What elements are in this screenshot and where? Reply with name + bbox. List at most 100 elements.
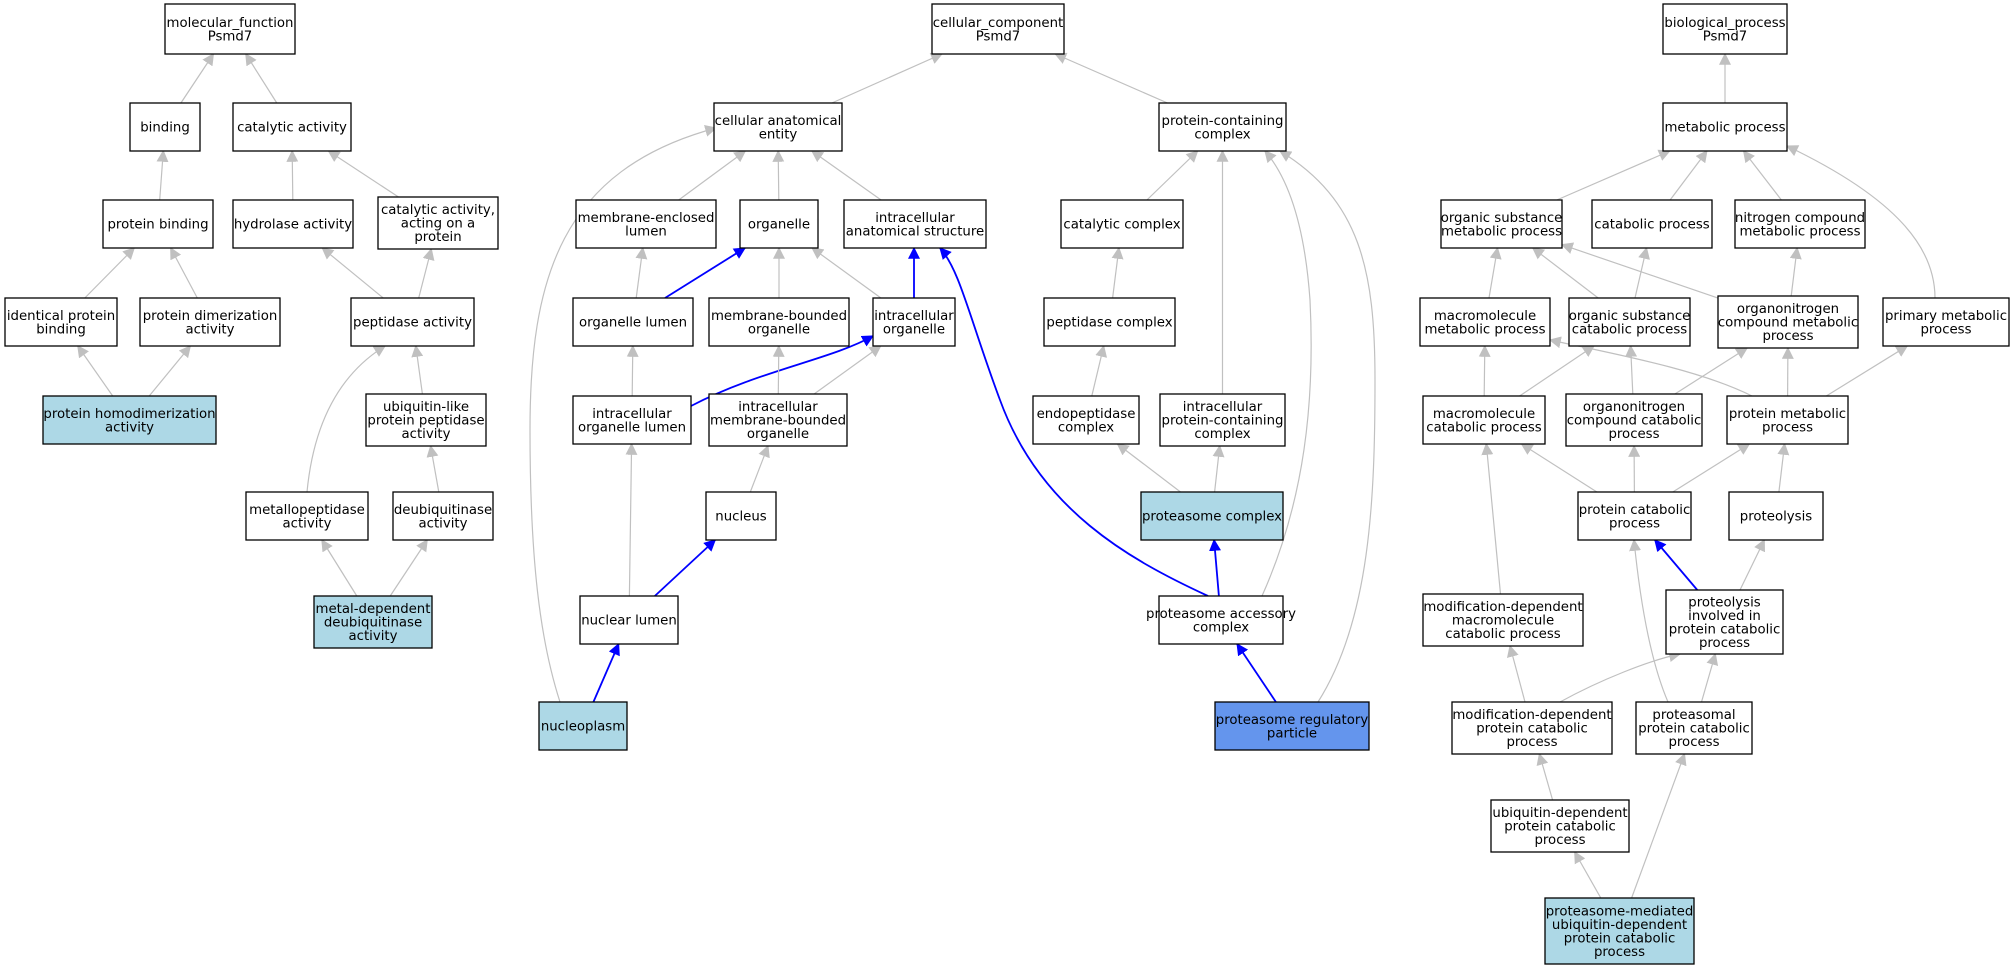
node-label-line: metal-dependent xyxy=(316,602,431,617)
node-box xyxy=(708,393,848,447)
node-mdmcp[interactable]: modification-dependentmacromoleculecatab… xyxy=(1422,593,1584,647)
node-box xyxy=(1214,701,1370,751)
node-pmudpcp[interactable]: proteasome-mediatedubiquitin-dependentpr… xyxy=(1544,897,1695,965)
node-label-line: Psmd7 xyxy=(1703,29,1748,44)
node-box xyxy=(377,196,499,250)
node-label-line: process xyxy=(1762,420,1813,435)
node-box xyxy=(1159,393,1286,447)
node-catact[interactable]: catalytic activity xyxy=(232,102,352,152)
node-label-line: process xyxy=(1668,735,1719,750)
node-label-line: binding xyxy=(36,322,86,337)
edge-layer xyxy=(77,52,1936,899)
node-organelle[interactable]: organelle xyxy=(739,199,819,249)
edge-pmudpcp-to-ppcp xyxy=(1631,752,1687,899)
node-orglumen[interactable]: organelle lumen xyxy=(572,297,694,347)
node-box xyxy=(705,491,777,541)
node-catab[interactable]: catabolic process xyxy=(1591,199,1713,249)
node-peptcomplex[interactable]: peptidase complex xyxy=(1043,297,1176,347)
edge-nuclumen-to-iol xyxy=(625,442,638,597)
edge-hydro-to-catact xyxy=(286,149,299,201)
node-label-line: process xyxy=(1920,322,1971,337)
edge-pipcp-to-pcp xyxy=(1654,539,1698,591)
node-protbind[interactable]: protein binding xyxy=(102,199,214,249)
node-label-line: activity xyxy=(418,516,467,531)
node-label-line: proteasomal xyxy=(1652,708,1735,723)
edge-proteasome-to-ipcc xyxy=(1212,444,1225,493)
node-box xyxy=(4,297,118,347)
edge-metallo-to-pept xyxy=(306,345,387,493)
node-label-line: catalytic complex xyxy=(1063,218,1180,233)
node-pept[interactable]: peptidase activity xyxy=(350,297,475,347)
node-label-line: nuclear lumen xyxy=(581,614,677,629)
node-label-line: peptidase activity xyxy=(353,316,472,331)
node-proteasome[interactable]: proteasome complex xyxy=(1140,491,1284,541)
node-label-line: intracellular xyxy=(875,211,955,226)
node-box xyxy=(575,199,717,249)
node-hydro[interactable]: hydrolase activity xyxy=(232,199,354,249)
node-label-line: catabolic process xyxy=(1426,420,1541,435)
node-label-line: organelle xyxy=(883,322,945,337)
node-label-line: nucleoplasm xyxy=(541,720,625,735)
node-label-line: protein catabolic xyxy=(1638,722,1750,737)
node-label-line: organelle lumen xyxy=(579,316,687,331)
node-box xyxy=(1544,897,1695,965)
node-box xyxy=(572,395,692,445)
node-label-line: ubiquitin-dependent xyxy=(1492,806,1627,821)
node-box xyxy=(931,3,1065,55)
node-box xyxy=(739,199,819,249)
node-metab[interactable]: metabolic process xyxy=(1662,102,1788,152)
node-label-line: activity xyxy=(105,420,154,435)
node-binding[interactable]: binding xyxy=(129,102,201,152)
node-nuclumen[interactable]: nuclear lumen xyxy=(579,595,679,645)
node-proteolysis[interactable]: proteolysis xyxy=(1728,491,1824,541)
node-nucleoplasm[interactable]: nucleoplasm xyxy=(538,701,628,751)
node-catcomplex[interactable]: catalytic complex xyxy=(1060,199,1184,249)
node-box xyxy=(164,3,296,55)
edge-nucleus-to-imbo xyxy=(749,444,770,493)
node-label-line: acting on a xyxy=(401,217,475,232)
node-label-line: process xyxy=(1608,427,1659,442)
node-label-line: nitrogen compound xyxy=(1735,211,1865,226)
node-box xyxy=(42,395,217,445)
node-nucleus[interactable]: nucleus xyxy=(705,491,777,541)
node-label-line: protein-containing xyxy=(1162,414,1284,429)
